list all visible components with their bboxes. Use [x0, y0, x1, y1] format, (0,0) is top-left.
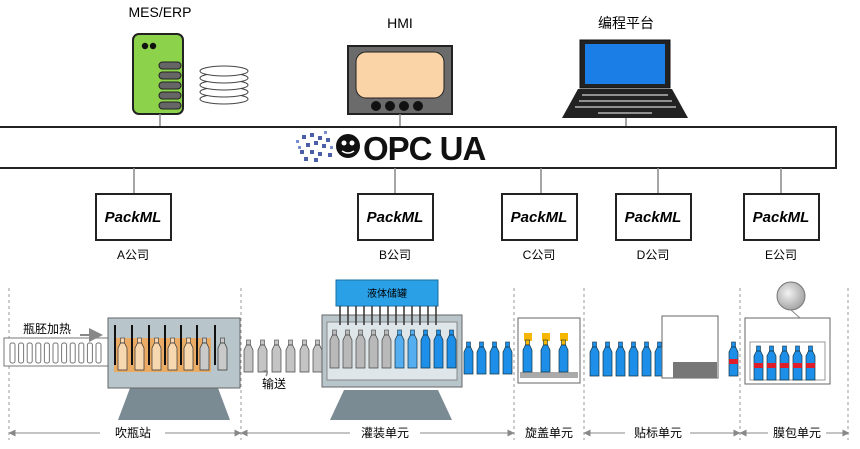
bottle — [753, 345, 764, 381]
bottle — [285, 339, 296, 373]
bottle — [312, 339, 323, 373]
filled-bottles — [463, 341, 513, 375]
packml-label: PackML — [367, 209, 424, 226]
blow-molding-machine — [107, 317, 241, 420]
programming-platform: 编程平台 — [562, 15, 688, 118]
bottle — [329, 329, 340, 369]
preform — [9, 342, 16, 364]
bottle — [134, 337, 145, 371]
bottle — [271, 339, 282, 373]
packml-label: PackML — [753, 209, 810, 226]
bottle — [779, 345, 790, 381]
company-b-label: B公司 — [379, 248, 411, 262]
bottle — [589, 341, 600, 377]
labeling-machine — [661, 315, 719, 379]
bottle — [183, 337, 194, 371]
bottle — [217, 337, 228, 371]
preform — [43, 342, 50, 364]
preform — [35, 342, 42, 364]
opc-ua-logo-text: OPC UA — [363, 130, 486, 167]
bottle — [433, 329, 444, 369]
section-fill-label: 灌装单元 — [361, 426, 409, 440]
preform — [95, 342, 102, 364]
hmi-label: HMI — [387, 15, 413, 31]
bottle — [407, 329, 418, 369]
bottle — [199, 337, 210, 371]
database-icon — [199, 65, 249, 105]
bottle — [446, 329, 457, 369]
bottle — [641, 341, 652, 377]
bottle — [792, 345, 803, 381]
conveying-label: 输送 — [262, 376, 286, 391]
bottle — [394, 329, 405, 369]
preform — [26, 342, 33, 364]
bottle — [628, 341, 639, 377]
packml-c: PackML C公司 — [501, 193, 578, 262]
bottle — [151, 337, 162, 371]
bottle — [766, 345, 777, 381]
bottle — [489, 341, 500, 375]
packml-a: PackML A公司 — [95, 193, 172, 262]
preform — [69, 342, 76, 364]
bottle — [522, 339, 533, 373]
filling-machine: 液体储罐 — [321, 279, 463, 420]
preform — [86, 342, 93, 364]
mes-erp-label: MES/ERP — [128, 4, 191, 20]
packml-label: PackML — [105, 209, 162, 226]
packml-b: PackML B公司 — [357, 193, 434, 262]
section-blow-label: 吹瓶站 — [115, 426, 151, 440]
bottle — [117, 337, 128, 371]
bottle — [615, 341, 626, 377]
packml-d: PackML D公司 — [615, 193, 692, 262]
bottle — [299, 339, 310, 373]
liquid-tank-label: 液体储罐 — [367, 287, 407, 300]
preform-heating-label: 瓶胚加热 — [23, 322, 71, 336]
preform-heating-rail: 瓶胚加热 — [3, 322, 109, 367]
company-c-label: C公司 — [523, 248, 556, 262]
hmi: HMI — [347, 15, 453, 115]
liquid-tank — [335, 279, 439, 307]
laptop-icon — [562, 39, 688, 118]
preform — [78, 342, 85, 364]
bottle — [342, 329, 353, 369]
bottle — [368, 329, 379, 369]
opc-ua-logo-icon — [296, 131, 360, 162]
bottle — [602, 341, 613, 377]
bottle — [463, 341, 474, 375]
bottle — [243, 339, 254, 373]
bottle — [805, 345, 816, 381]
programming-platform-label: 编程平台 — [598, 15, 654, 31]
bottle — [540, 339, 551, 373]
preform — [52, 342, 59, 364]
packml-label: PackML — [511, 209, 568, 226]
packml-e: PackML E公司 — [743, 193, 820, 262]
mes-erp: MES/ERP — [128, 4, 249, 115]
bottle — [381, 329, 392, 369]
preform — [18, 342, 25, 364]
hmi-panel-icon — [347, 45, 453, 115]
opc-ua-bus: OPC UA — [0, 126, 837, 169]
bottle — [728, 341, 739, 377]
bottle — [355, 329, 366, 369]
bottle — [420, 329, 431, 369]
bottle — [257, 339, 268, 373]
preform — [61, 342, 68, 364]
section-cap-label: 旋盖单元 — [525, 426, 573, 440]
section-dividers — [8, 288, 849, 440]
capping-machine — [517, 317, 581, 384]
section-label-label: 贴标单元 — [634, 426, 682, 440]
company-d-label: D公司 — [637, 248, 670, 262]
section-wrap-label: 膜包单元 — [773, 426, 821, 440]
bottle — [558, 339, 569, 373]
company-e-label: E公司 — [765, 248, 797, 262]
conveyor-bottles — [243, 339, 323, 373]
server-icon — [132, 33, 184, 115]
film-wrap-machine — [744, 281, 831, 385]
packml-label: PackML — [625, 209, 682, 226]
company-a-label: A公司 — [117, 248, 149, 262]
bottle — [476, 341, 487, 375]
bottle — [502, 341, 513, 375]
bottle — [167, 337, 178, 371]
